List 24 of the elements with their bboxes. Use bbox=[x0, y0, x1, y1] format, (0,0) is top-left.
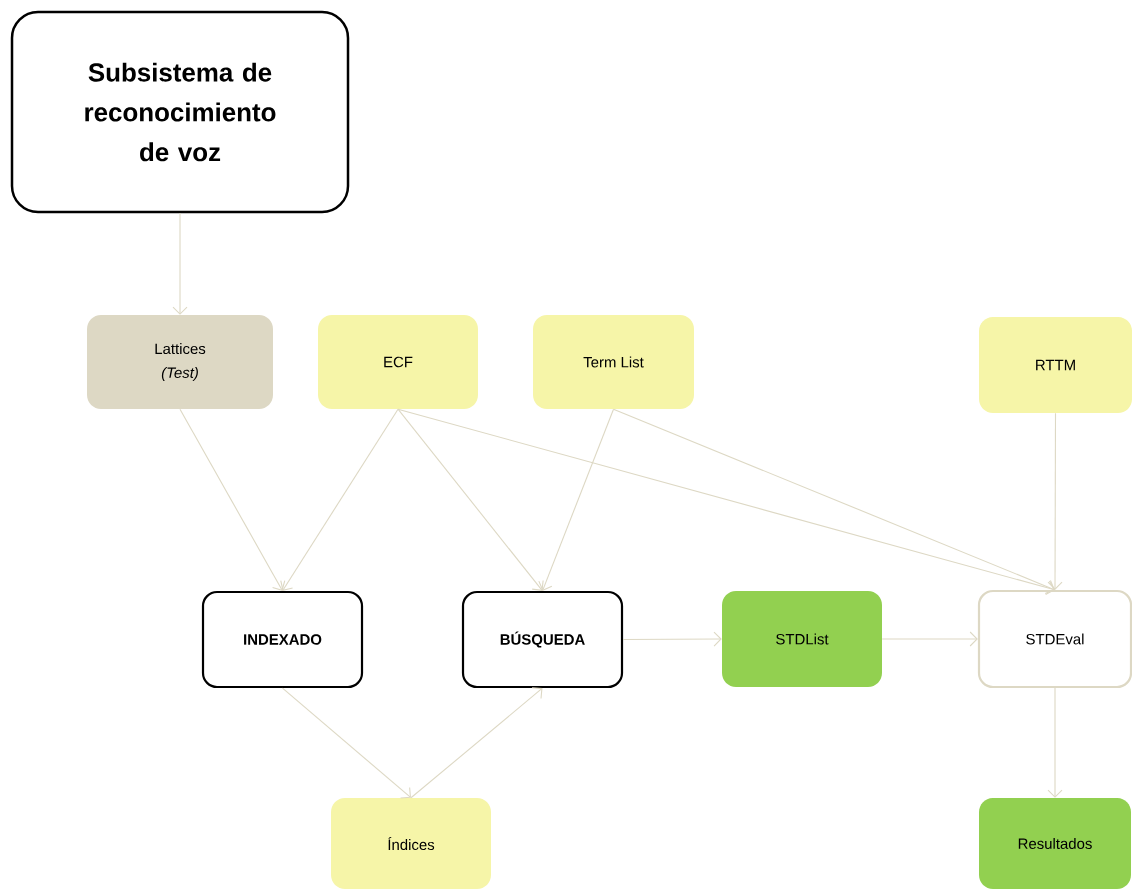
arrow bbox=[1047, 687, 1063, 798]
arrow bbox=[538, 408, 615, 591]
arrow bbox=[1047, 412, 1063, 590]
arrow bbox=[881, 631, 978, 647]
arrow bbox=[172, 212, 188, 315]
process-box: INDEXADO bbox=[201, 590, 364, 689]
arrow bbox=[397, 408, 544, 591]
data-box: RTTM bbox=[979, 317, 1132, 413]
output-box: Resultados bbox=[979, 798, 1131, 889]
output-box: STDList bbox=[722, 591, 882, 687]
arrow bbox=[612, 408, 1055, 594]
arrow bbox=[622, 631, 722, 647]
subsystem-box: Subsistema de reconocimiento de voz bbox=[10, 10, 350, 214]
data-box: ECF bbox=[318, 315, 478, 409]
process-box: BÚSQUEDA bbox=[461, 590, 624, 689]
arrow bbox=[397, 408, 1055, 596]
data-box: Term List bbox=[533, 315, 694, 409]
data-box: Índices bbox=[331, 798, 491, 889]
arrow bbox=[179, 408, 286, 591]
arrow bbox=[281, 687, 411, 799]
arrow bbox=[280, 408, 399, 591]
data-box: Lattices (Test) bbox=[87, 315, 273, 409]
arrow bbox=[410, 687, 543, 799]
process-box: STDEval bbox=[977, 589, 1132, 689]
